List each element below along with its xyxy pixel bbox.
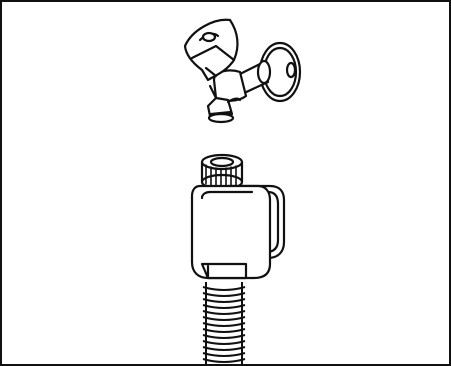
aquastop-valve-icon <box>190 153 286 280</box>
water-tap-icon <box>183 18 302 124</box>
corrugated-hose-icon <box>202 282 246 364</box>
